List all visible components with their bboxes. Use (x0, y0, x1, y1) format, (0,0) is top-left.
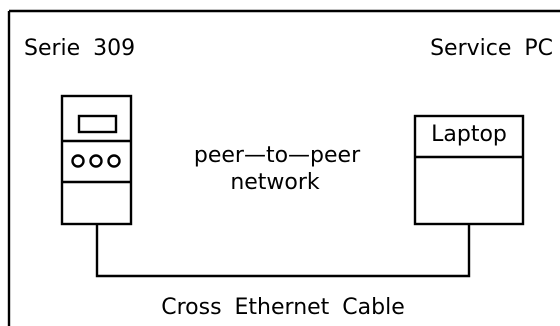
laptop-device: Laptop (413, 114, 525, 226)
ethernet-cable (95, 224, 471, 278)
device-display-icon (77, 114, 118, 134)
device-button-icon (71, 154, 85, 168)
serie-309-device (60, 94, 133, 226)
device-button-icon (107, 154, 121, 168)
network-label-line2: network (230, 170, 320, 195)
laptop-label: Laptop (431, 122, 507, 147)
device-button-icon (89, 154, 103, 168)
network-label-line1: peer—to—peer (194, 143, 361, 168)
left-device-label: Serie 309 (24, 36, 135, 61)
cable-label: Cross Ethernet Cable (161, 295, 405, 320)
right-device-label: Service PC (430, 36, 553, 61)
